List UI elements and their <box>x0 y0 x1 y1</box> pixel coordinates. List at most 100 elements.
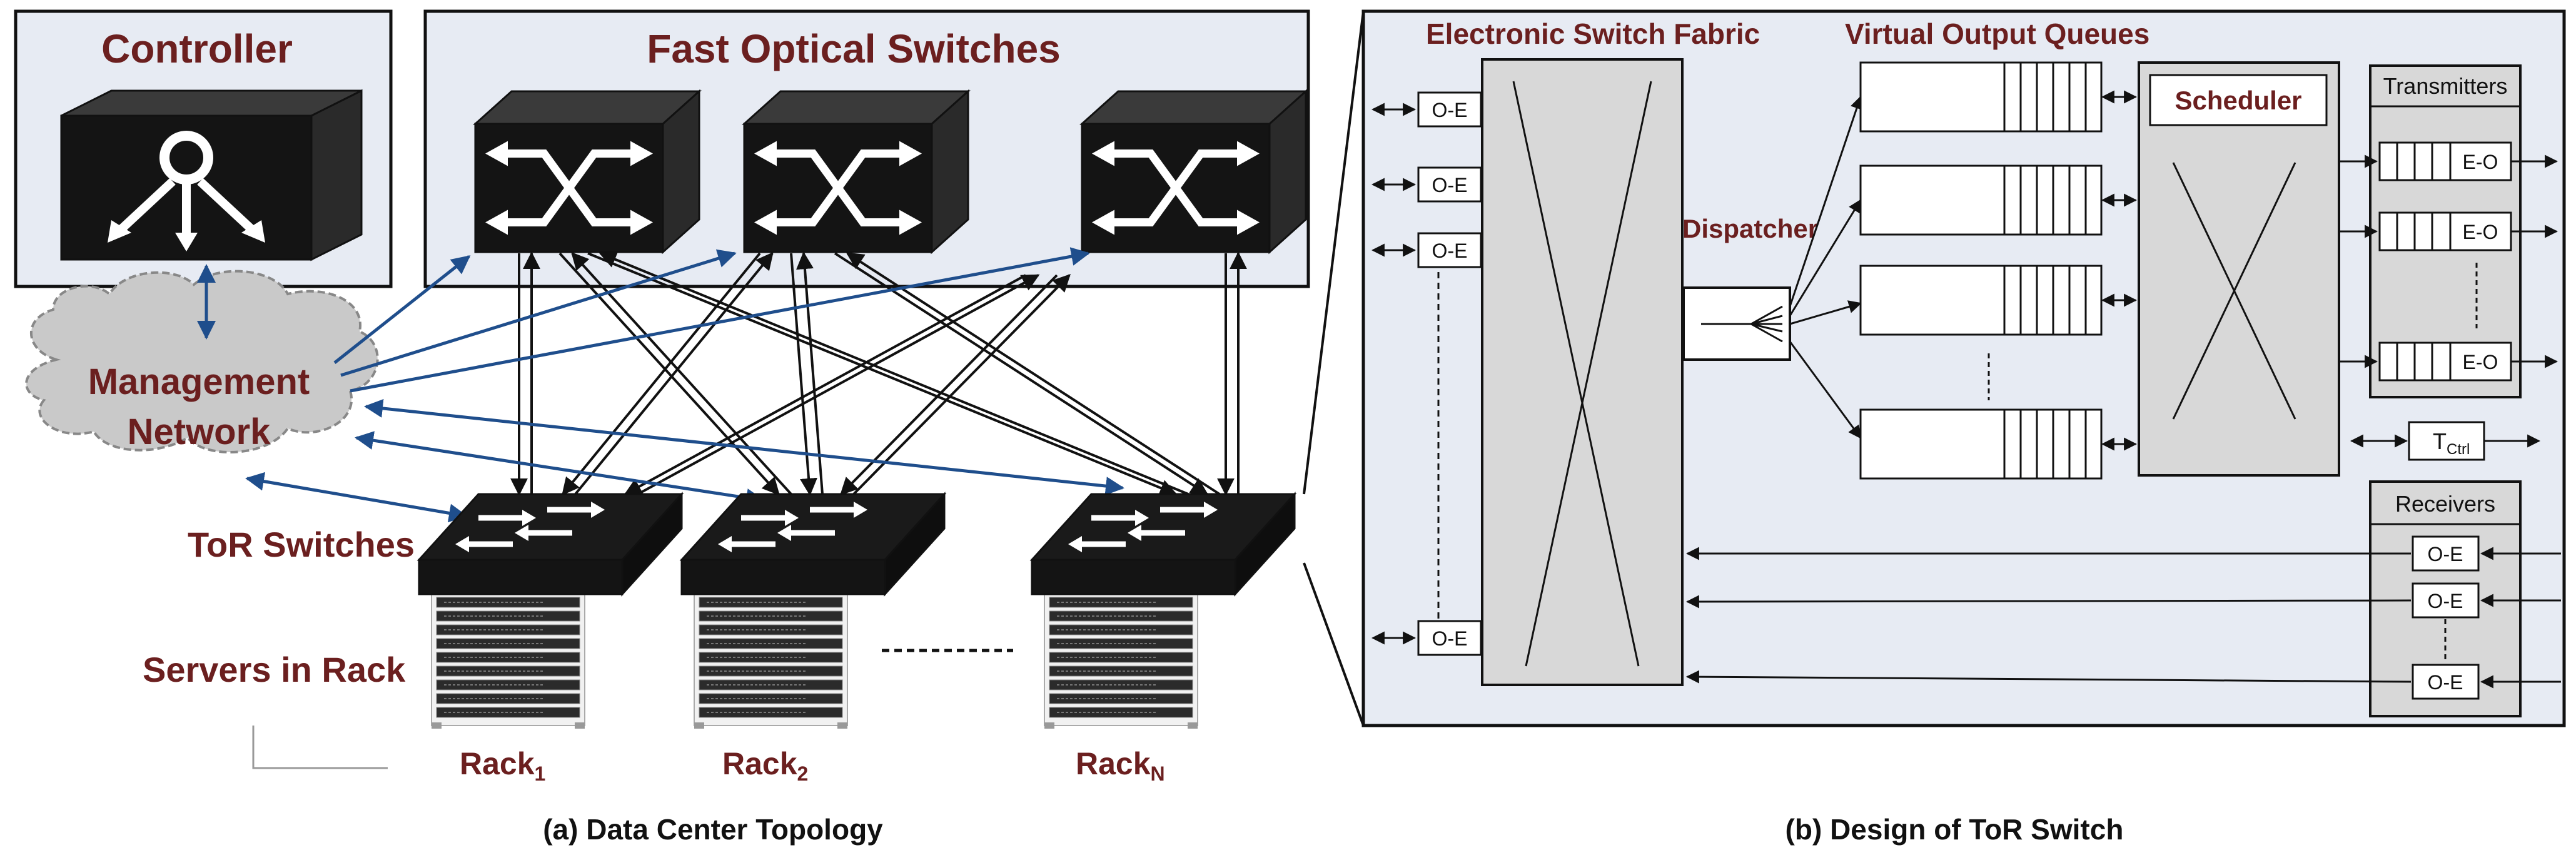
optical-switch-3 <box>1079 89 1308 255</box>
server-unit <box>436 665 580 677</box>
tor-switch <box>417 492 684 597</box>
server-unit <box>436 693 580 704</box>
rack-n <box>1029 492 1297 729</box>
oe-label: O-E <box>1432 240 1468 262</box>
voq-group <box>1859 61 2138 480</box>
optical-links <box>510 251 1247 497</box>
server-unit <box>436 707 580 718</box>
tor-switches-label: ToR Switches <box>188 525 415 564</box>
tor-switch <box>679 492 947 597</box>
rack-1 <box>417 492 684 729</box>
tor-switch <box>1029 492 1297 597</box>
optical-link <box>834 252 1209 495</box>
oe-label: O-E <box>2428 590 2463 612</box>
server-unit <box>436 610 580 622</box>
server-unit <box>699 597 843 608</box>
oe-label: O-E <box>2428 671 2463 694</box>
management-label-line2: Network <box>128 412 271 452</box>
optical-link <box>624 274 1026 495</box>
tctrl-label: TCtrl <box>2433 428 2470 458</box>
management-label-line1: Management <box>88 362 310 402</box>
rack-label-n: RackN <box>1076 746 1165 785</box>
oe-label: O-E <box>1432 99 1468 121</box>
receiver-2: O-E <box>1685 582 2561 619</box>
optical-link <box>637 274 1040 495</box>
server-unit <box>699 693 843 704</box>
receivers-label: Receivers <box>2395 491 2495 517</box>
electronic-switch-fabric <box>1481 58 1684 686</box>
rack-label-2: Rack2 <box>722 746 808 785</box>
transmitter-3: E-O <box>2339 341 2558 382</box>
eo-label: E-O <box>2463 351 2498 373</box>
server-unit <box>436 652 580 663</box>
server-unit <box>1049 638 1193 649</box>
optical-switches-title: Fast Optical Switches <box>647 26 1061 71</box>
server-unit <box>1049 693 1193 704</box>
server-unit <box>1049 597 1193 608</box>
optical-switch-2 <box>742 89 971 255</box>
oe-label: O-E <box>1432 174 1468 196</box>
optical-switch-1 <box>473 89 702 255</box>
transmitter-2: E-O <box>2339 211 2558 251</box>
tctrl: TCtrl <box>2350 421 2541 461</box>
decorative-bracket <box>252 726 388 769</box>
transmitter-1: E-O <box>2339 141 2558 181</box>
dispatcher-fanout <box>1789 96 1863 439</box>
receiver-3: O-E <box>1685 664 2561 700</box>
voq-4 <box>1859 408 2138 480</box>
eo-label: E-O <box>2463 221 2498 243</box>
rack-2 <box>679 492 947 729</box>
server-unit <box>436 679 580 691</box>
management-links <box>245 247 1124 523</box>
server-unit <box>699 624 843 635</box>
input-oe-1: O-E <box>1371 91 1482 128</box>
optical-switch-group <box>473 89 1308 255</box>
tor-rack-group <box>417 492 1297 729</box>
controller-box-icon <box>60 89 363 261</box>
management-network-cloud: Management Network <box>25 270 379 453</box>
dispatcher-label: Dispatcher <box>1682 214 1818 243</box>
controller-title: Controller <box>101 26 293 71</box>
voq-title: Virtual Output Queues <box>1845 18 2149 50</box>
server-unit <box>1049 679 1193 691</box>
voq-2 <box>1859 164 2138 236</box>
server-unit <box>436 638 580 649</box>
server-unit <box>1049 610 1193 622</box>
receiver-1: O-E <box>1685 535 2561 572</box>
caption-topology: (a) Data Center Topology <box>543 813 883 846</box>
fabric-title: Electronic Switch Fabric <box>1426 18 1760 50</box>
caption-tor-design: (b) Design of ToR Switch <box>1786 813 2124 846</box>
server-unit <box>1049 624 1193 635</box>
oe-label: O-E <box>2428 543 2463 565</box>
voq-3 <box>1859 265 2138 336</box>
server-unit <box>699 665 843 677</box>
server-unit <box>699 707 843 718</box>
transmitters-label: Transmitters <box>2383 73 2508 99</box>
controller-panel: Controller <box>14 9 393 288</box>
input-oe-3: O-E <box>1371 232 1482 268</box>
server-unit <box>436 597 580 608</box>
server-unit <box>699 652 843 663</box>
servers-in-rack-label: Servers in Rack <box>143 650 406 689</box>
input-oe-2: O-E <box>1371 166 1482 203</box>
eo-label: E-O <box>2463 151 2498 173</box>
optical-link <box>846 252 1221 495</box>
receiver-units: O-E O-E O-E <box>1685 535 2561 700</box>
voq-1 <box>1859 61 2138 133</box>
server-unit <box>699 638 843 649</box>
scheduler: Scheduler <box>2138 61 2340 477</box>
server-unit <box>699 610 843 622</box>
server-unit <box>1049 707 1193 718</box>
server-unit <box>699 679 843 691</box>
oe-label: O-E <box>1432 627 1468 650</box>
tor-switch-design: Electronic Switch Fabric Virtual Output … <box>1361 9 2566 846</box>
rack-label-1: Rack1 <box>460 746 545 785</box>
data-center-topology: Controller Fast Optical Switches <box>14 9 1310 846</box>
input-oe-4: O-E <box>1371 620 1482 656</box>
optical-link <box>587 252 1178 497</box>
scheduler-label: Scheduler <box>2174 86 2301 115</box>
zoom-lines <box>1303 11 1365 726</box>
server-unit <box>1049 665 1193 677</box>
transmitter-units: E-O E-O E-O <box>2339 141 2558 382</box>
input-oe-group: O-E O-E O-E O-E <box>1371 91 1482 656</box>
